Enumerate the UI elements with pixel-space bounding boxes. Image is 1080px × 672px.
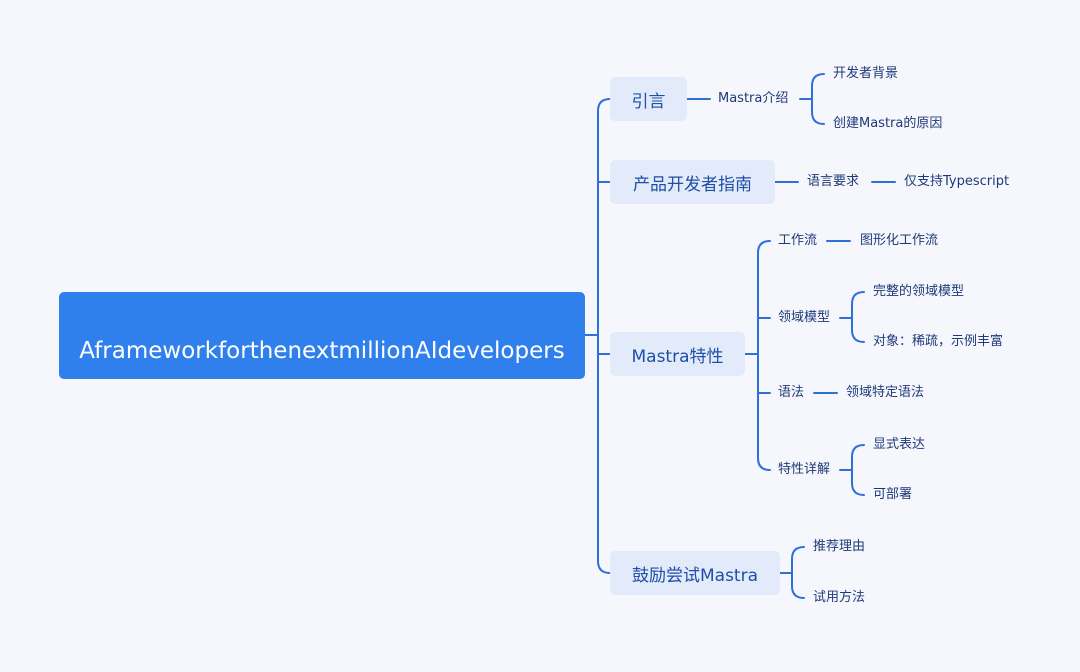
branch-developer-guide[interactable]: 产品开发者指南 — [610, 160, 775, 204]
branch-mastra-features-label: Mastra特性 — [631, 346, 724, 367]
node-language-requirement[interactable]: 语言要求 — [807, 174, 860, 189]
node-syntax[interactable]: 语法 — [778, 385, 805, 400]
connector-domain-leaves — [839, 291, 865, 343]
node-objects-sparse[interactable]: 对象：稀疏，示例丰富 — [873, 334, 1004, 349]
connector-encourage-leaves — [779, 546, 805, 599]
branch-developer-guide-label: 产品开发者指南 — [633, 174, 752, 195]
root-node[interactable]: AframeworkforthenextmillionAIdevelopers — [59, 292, 585, 379]
branch-encourage-try-label: 鼓励尝试Mastra — [631, 565, 758, 586]
node-developer-background[interactable]: 开发者背景 — [833, 66, 899, 81]
node-deployable[interactable]: 可部署 — [873, 487, 913, 502]
branch-encourage-try[interactable]: 鼓励尝试Mastra — [610, 551, 780, 595]
root-label: AframeworkforthenextmillionAIdevelopers — [79, 337, 565, 364]
node-typescript-only[interactable]: 仅支持Typescript — [904, 174, 1010, 189]
node-complete-domain-model[interactable]: 完整的领域模型 — [873, 284, 965, 299]
node-domain-model[interactable]: 领域模型 — [778, 310, 831, 325]
branch-intro-label: 引言 — [631, 91, 666, 112]
node-graphical-workflow[interactable]: 图形化工作流 — [860, 233, 939, 248]
connector-features-mid — [757, 317, 771, 394]
node-workflow[interactable]: 工作流 — [778, 233, 818, 248]
node-domain-specific-syntax[interactable]: 领域特定语法 — [846, 385, 925, 400]
node-explicit-expression[interactable]: 显式表达 — [873, 437, 926, 452]
connector-features-children — [744, 240, 771, 471]
node-mastra-intro[interactable]: Mastra介绍 — [718, 91, 789, 106]
node-feature-details[interactable]: 特性详解 — [778, 462, 831, 477]
branch-mastra-features[interactable]: Mastra特性 — [610, 332, 745, 376]
node-why-mastra[interactable]: 创建Mastra的原因 — [833, 116, 943, 131]
connector-root-branches — [597, 98, 611, 574]
branch-intro[interactable]: 引言 — [610, 77, 687, 121]
connector-detail-leaves — [839, 444, 865, 496]
node-trial-method[interactable]: 试用方法 — [813, 590, 866, 605]
node-recommend-reasons[interactable]: 推荐理由 — [813, 539, 866, 554]
connector-mastra-intro-leaves — [799, 73, 825, 125]
